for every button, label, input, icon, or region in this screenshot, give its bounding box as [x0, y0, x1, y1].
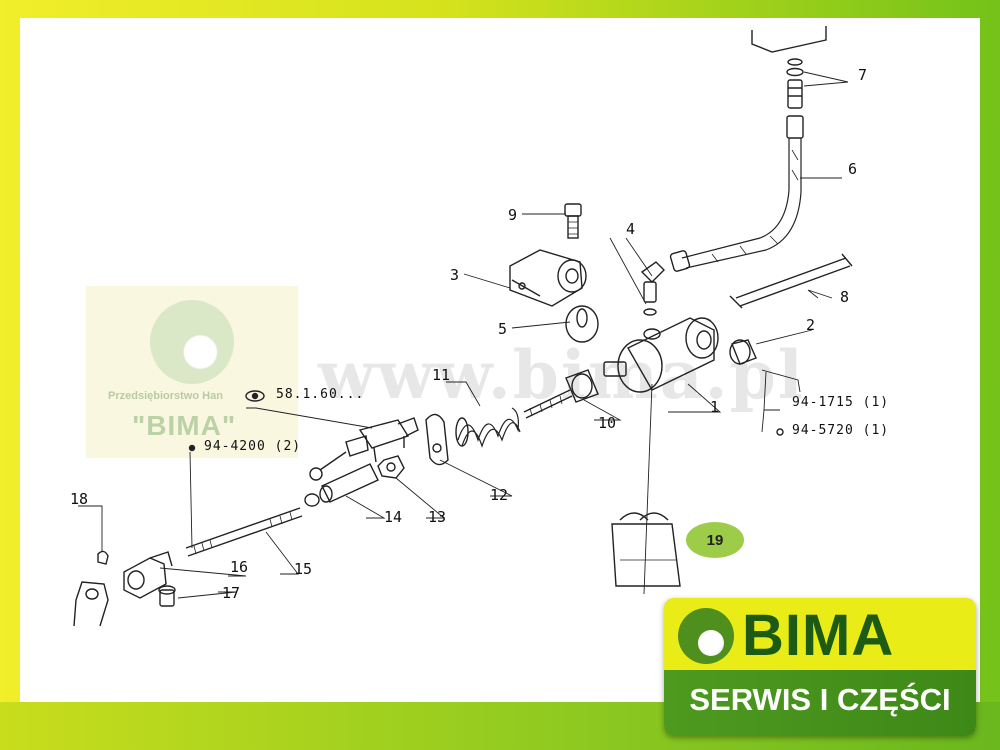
callout-19: 19 [706, 532, 724, 549]
dot-icon [188, 444, 196, 452]
part-15-threaded-rod [185, 507, 303, 557]
part-4-fitting [640, 261, 665, 316]
callout-12: 12 [490, 486, 509, 504]
part-8-rod [729, 253, 853, 309]
callout-18: 18 [70, 490, 89, 508]
reference-94-5720: 94-5720 (1) [792, 423, 890, 438]
callout-9: 9 [508, 206, 518, 224]
part-13-nut [377, 455, 405, 479]
part-19-kit [611, 512, 681, 587]
callout-11: 11 [432, 366, 451, 384]
watermark-logo-icon [150, 300, 234, 384]
watermark-company: Przedsiębiorstwo Han [108, 390, 223, 402]
watermark-name: "BIMA" [132, 410, 237, 441]
part-1-cylinder [603, 317, 719, 393]
reference-58-1-60: 58.1.60... [276, 387, 365, 402]
callout-17: 17 [222, 584, 241, 602]
callout-5: 5 [498, 320, 508, 338]
callout-16: 16 [230, 558, 249, 576]
washer [304, 493, 320, 507]
part-14-sleeve [319, 463, 379, 503]
logo-tagline: SERWIS I CZĘŚCI [689, 682, 951, 717]
logo-ball-icon [678, 608, 734, 664]
reference-94-4200: 94-4200 (2) [204, 439, 302, 454]
callout-2: 2 [806, 316, 816, 334]
logo-brand: BIMA [742, 603, 895, 668]
part-3-bracket [509, 249, 587, 307]
part-17-pin [158, 585, 176, 607]
part-9-bolt [564, 203, 582, 239]
part-5-cap [565, 305, 599, 343]
part-18-clip [97, 550, 109, 565]
leader-lines [78, 71, 849, 599]
part-12-plate [425, 413, 449, 466]
part-16-clevis [123, 551, 173, 599]
callout-15: 15 [294, 560, 313, 578]
part-2-plug [729, 339, 757, 365]
callout-13: 13 [428, 508, 447, 526]
bima-logo: BIMA SERWIS I CZĘŚCI [664, 598, 976, 736]
part-7-fitting [786, 58, 804, 109]
callout-14: 14 [384, 508, 403, 526]
logo-tagline-bar [664, 670, 976, 736]
callout-8: 8 [840, 288, 850, 306]
part-11-spring [455, 407, 521, 448]
callout-19-badge: 19 [686, 522, 744, 558]
dot-icon [776, 428, 784, 436]
eye-icon [245, 390, 265, 402]
callout-10: 10 [598, 414, 617, 432]
callout-1: 1 [710, 398, 720, 416]
callout-3: 3 [450, 266, 460, 284]
callout-6: 6 [848, 160, 858, 178]
pedal-lever [73, 581, 109, 627]
linkage-assembly [309, 417, 419, 481]
reference-94-1715: 94-1715 (1) [792, 395, 890, 410]
part-6-hose [669, 115, 804, 272]
callout-7: 7 [858, 66, 868, 84]
part-10-pushrod [523, 369, 599, 419]
reservoir-outline [751, 26, 827, 53]
callout-4: 4 [626, 220, 636, 238]
